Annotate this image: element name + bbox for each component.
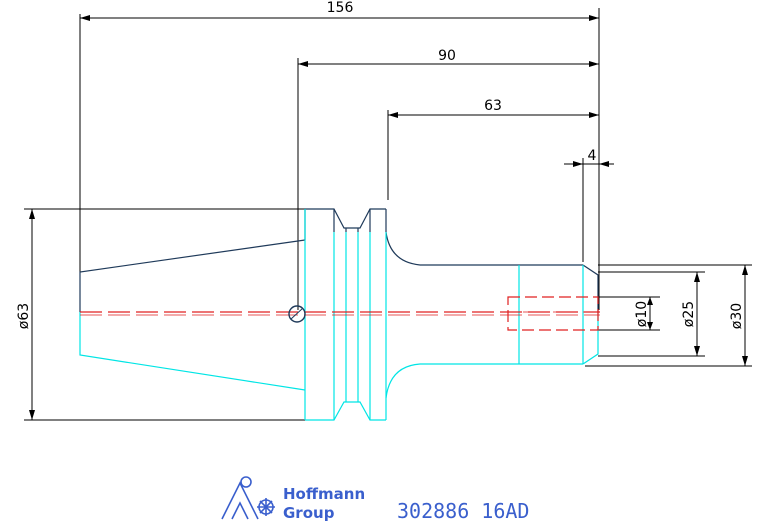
reference-circle xyxy=(288,305,306,323)
logo-mark-icon xyxy=(221,476,275,520)
hoffmann-group-logo: Hoffmann Group xyxy=(221,476,365,522)
logo-brand-line2: Group xyxy=(283,504,335,522)
dimension-arrows xyxy=(29,15,748,420)
tool-holder-upper-outline xyxy=(79,208,599,312)
dimension-length-from-collar: 63 xyxy=(484,98,502,114)
dimension-length-from-flange: 90 xyxy=(438,48,456,64)
dimension-end-step: 4 xyxy=(588,148,597,164)
logo-brand-line1: Hoffmann xyxy=(283,485,365,503)
dimension-overall-length: 156 xyxy=(327,0,354,16)
tool-holder-lower-outline xyxy=(79,209,599,421)
dimension-flange-diameter: ø63 xyxy=(16,303,32,329)
part-code: 302886 16AD xyxy=(397,499,529,523)
dimension-shank-diameter: ø30 xyxy=(729,303,745,329)
centerline xyxy=(80,296,600,331)
dimension-lines xyxy=(24,8,752,421)
dimension-bore-diameter: ø10 xyxy=(634,301,650,327)
dimension-shank-neck-diameter: ø25 xyxy=(681,301,697,327)
